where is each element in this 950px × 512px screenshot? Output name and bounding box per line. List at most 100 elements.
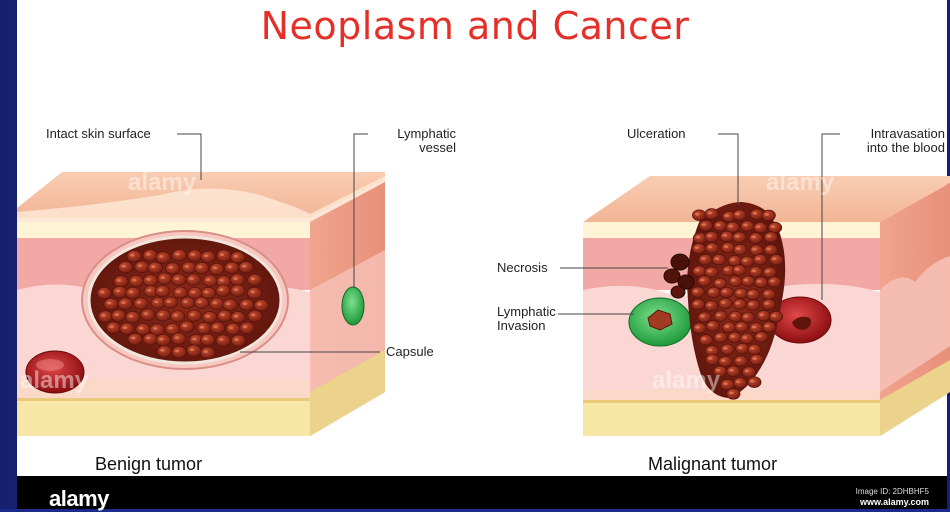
tumor-cell-nucleus <box>708 212 712 215</box>
tumor-cell-nucleus <box>708 246 712 249</box>
label-intravasation-line2: into the blood <box>840 141 945 155</box>
tumor-cell-nucleus <box>744 279 748 282</box>
label-intravasation-line1: Intravasation <box>840 127 945 141</box>
tumor-cell <box>231 335 245 346</box>
tumor-cell <box>712 254 725 265</box>
tumor-cell <box>98 311 112 322</box>
caption-malignant-tumor: Malignant tumor <box>648 454 777 475</box>
svg-text:alamy: alamy <box>20 367 89 394</box>
tumor-cell-nucleus <box>731 258 735 261</box>
tumor-cell <box>705 243 718 254</box>
tumor-cell-nucleus <box>765 302 769 305</box>
tumor-cell-nucleus <box>695 246 699 249</box>
tumor-cell <box>120 323 134 334</box>
tumor-cell-nucleus <box>190 348 194 351</box>
tumor-cell-nucleus <box>175 336 179 339</box>
tumor-cell <box>225 262 239 273</box>
tumor-cell-nucleus <box>168 327 172 330</box>
tumor-cell-nucleus <box>234 288 238 291</box>
tumor-cell-nucleus <box>175 253 179 256</box>
tumor-cell <box>699 220 712 231</box>
tumor-cell-nucleus <box>146 278 150 281</box>
tumor-cell-nucleus <box>708 357 712 360</box>
tumor-cell <box>755 332 768 343</box>
tumor-cell <box>126 311 140 322</box>
tumor-cell <box>714 221 727 232</box>
tumor-cell <box>231 252 245 263</box>
tumor-cell-nucleus <box>729 369 733 372</box>
tumor-cell-nucleus <box>767 235 771 238</box>
tumor-cell <box>155 285 169 296</box>
tumor-cell-nucleus <box>167 300 171 303</box>
tumor-cell <box>156 310 170 321</box>
benign-skin-block <box>17 172 385 436</box>
tumor-cell-nucleus <box>729 392 733 395</box>
tumor-cell-nucleus <box>151 265 155 268</box>
tumor-cell-nucleus <box>722 290 726 293</box>
tumor-cell <box>164 297 178 308</box>
tumor-cell-nucleus <box>737 325 741 328</box>
footer-bar: alamy Image ID: 2DHBHF5 www.alamy.com <box>17 476 947 509</box>
tumor-cell-nucleus <box>204 350 208 353</box>
tumor-cell-nucleus <box>220 313 224 316</box>
tumor-cell <box>173 287 187 298</box>
tumor-cell-nucleus <box>198 266 202 269</box>
tumor-cell-nucleus <box>737 291 741 294</box>
tumor-cell-nucleus <box>745 370 749 373</box>
tumor-cell-nucleus <box>694 290 698 293</box>
tumor-cell-nucleus <box>716 314 720 317</box>
tumor-cell <box>705 301 718 312</box>
tumor-cell <box>231 285 245 296</box>
tumor-cell <box>741 221 754 232</box>
tumor-cell <box>113 286 127 297</box>
tumor-cell-nucleus <box>138 264 142 267</box>
tumor-cell <box>748 377 761 388</box>
tumor-cell <box>172 250 186 261</box>
tumor-cell <box>180 321 194 332</box>
tumor-cell-nucleus <box>744 315 748 318</box>
tumor-cell-nucleus <box>191 253 195 256</box>
tumor-cell <box>200 334 214 345</box>
tumor-cell <box>240 322 254 333</box>
tumor-cell-nucleus <box>702 338 706 341</box>
tumor-cell-nucleus <box>131 337 135 340</box>
tumor-cell <box>156 334 170 345</box>
tumor-cell <box>746 289 759 300</box>
tumor-cell-nucleus <box>771 225 775 228</box>
brand-logo: alamy <box>49 486 109 512</box>
tumor-cell <box>719 356 732 367</box>
tumor-cell <box>106 322 120 333</box>
tumor-cell-nucleus <box>724 268 728 271</box>
tumor-cell <box>195 262 209 273</box>
tumor-cell-nucleus <box>206 278 210 281</box>
tumor-cell-nucleus <box>200 326 204 329</box>
tumor-cell-nucleus <box>139 327 143 330</box>
tumor-cell-nucleus <box>716 281 720 284</box>
tumor-cell-nucleus <box>735 235 739 238</box>
tumor-cell-nucleus <box>203 337 207 340</box>
tumor-cell <box>226 323 240 334</box>
tumor-cell <box>763 267 776 278</box>
tumor-cell <box>749 233 762 244</box>
tumor-cell <box>223 299 237 310</box>
tumor-cell-nucleus <box>750 380 754 383</box>
tumor-cell <box>707 287 720 298</box>
tumor-cell <box>194 297 208 308</box>
tumor-cell <box>240 299 254 310</box>
tumor-cell <box>769 311 782 322</box>
lymphatic-vessel <box>342 287 364 325</box>
tumor-cell-nucleus <box>736 247 740 250</box>
tumor-cell <box>156 252 170 263</box>
tumor-cell <box>749 267 762 278</box>
tumor-cell <box>217 310 231 321</box>
tumor-cell <box>691 299 704 310</box>
tumor-cell <box>748 344 761 355</box>
tumor-cell <box>143 275 157 286</box>
tumor-cell <box>203 275 217 286</box>
tumor-cell-nucleus <box>700 315 704 318</box>
tumor-cell-nucleus <box>750 347 754 350</box>
svg-text:alamy: alamy <box>652 367 721 394</box>
tumor-cell <box>733 210 746 221</box>
tumor-cell-nucleus <box>752 248 756 251</box>
